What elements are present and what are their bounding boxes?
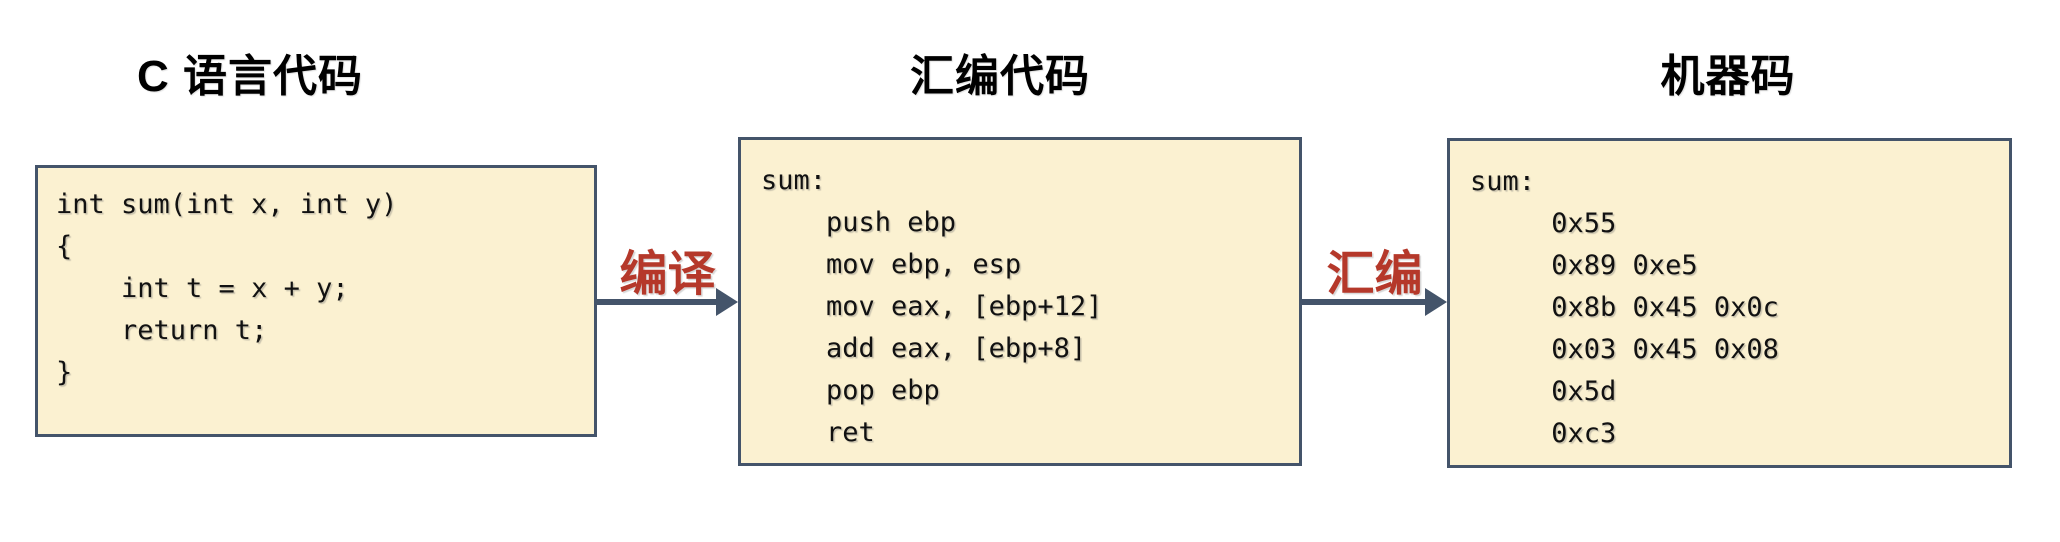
assembly-code-box: sum: push ebp mov ebp, esp mov eax, [ebp… <box>738 137 1302 466</box>
title-assembly-code: 汇编代码 <box>910 52 1090 101</box>
title-c-language-code: C 语言代码 <box>137 52 363 101</box>
title-machine-code: 机器码 <box>1660 52 1796 101</box>
compile-arrow-head-icon <box>716 288 738 316</box>
machine-code-text: sum: 0x55 0x89 0xe5 0x8b 0x45 0x0c 0x03 … <box>1470 166 1779 449</box>
assemble-label: 汇编 <box>1326 248 1423 301</box>
assemble-arrow-head-icon <box>1425 288 1447 316</box>
assembly-code-text: sum: push ebp mov ebp, esp mov eax, [ebp… <box>761 165 1103 448</box>
compile-arrow-line <box>597 299 720 305</box>
assemble-arrow-line <box>1302 299 1428 305</box>
c-code-box: int sum(int x, int y) { int t = x + y; r… <box>35 165 597 437</box>
machine-code-box: sum: 0x55 0x89 0xe5 0x8b 0x45 0x0c 0x03 … <box>1447 138 2012 468</box>
compile-label: 编译 <box>619 248 716 301</box>
c-code-text: int sum(int x, int y) { int t = x + y; r… <box>56 189 398 388</box>
